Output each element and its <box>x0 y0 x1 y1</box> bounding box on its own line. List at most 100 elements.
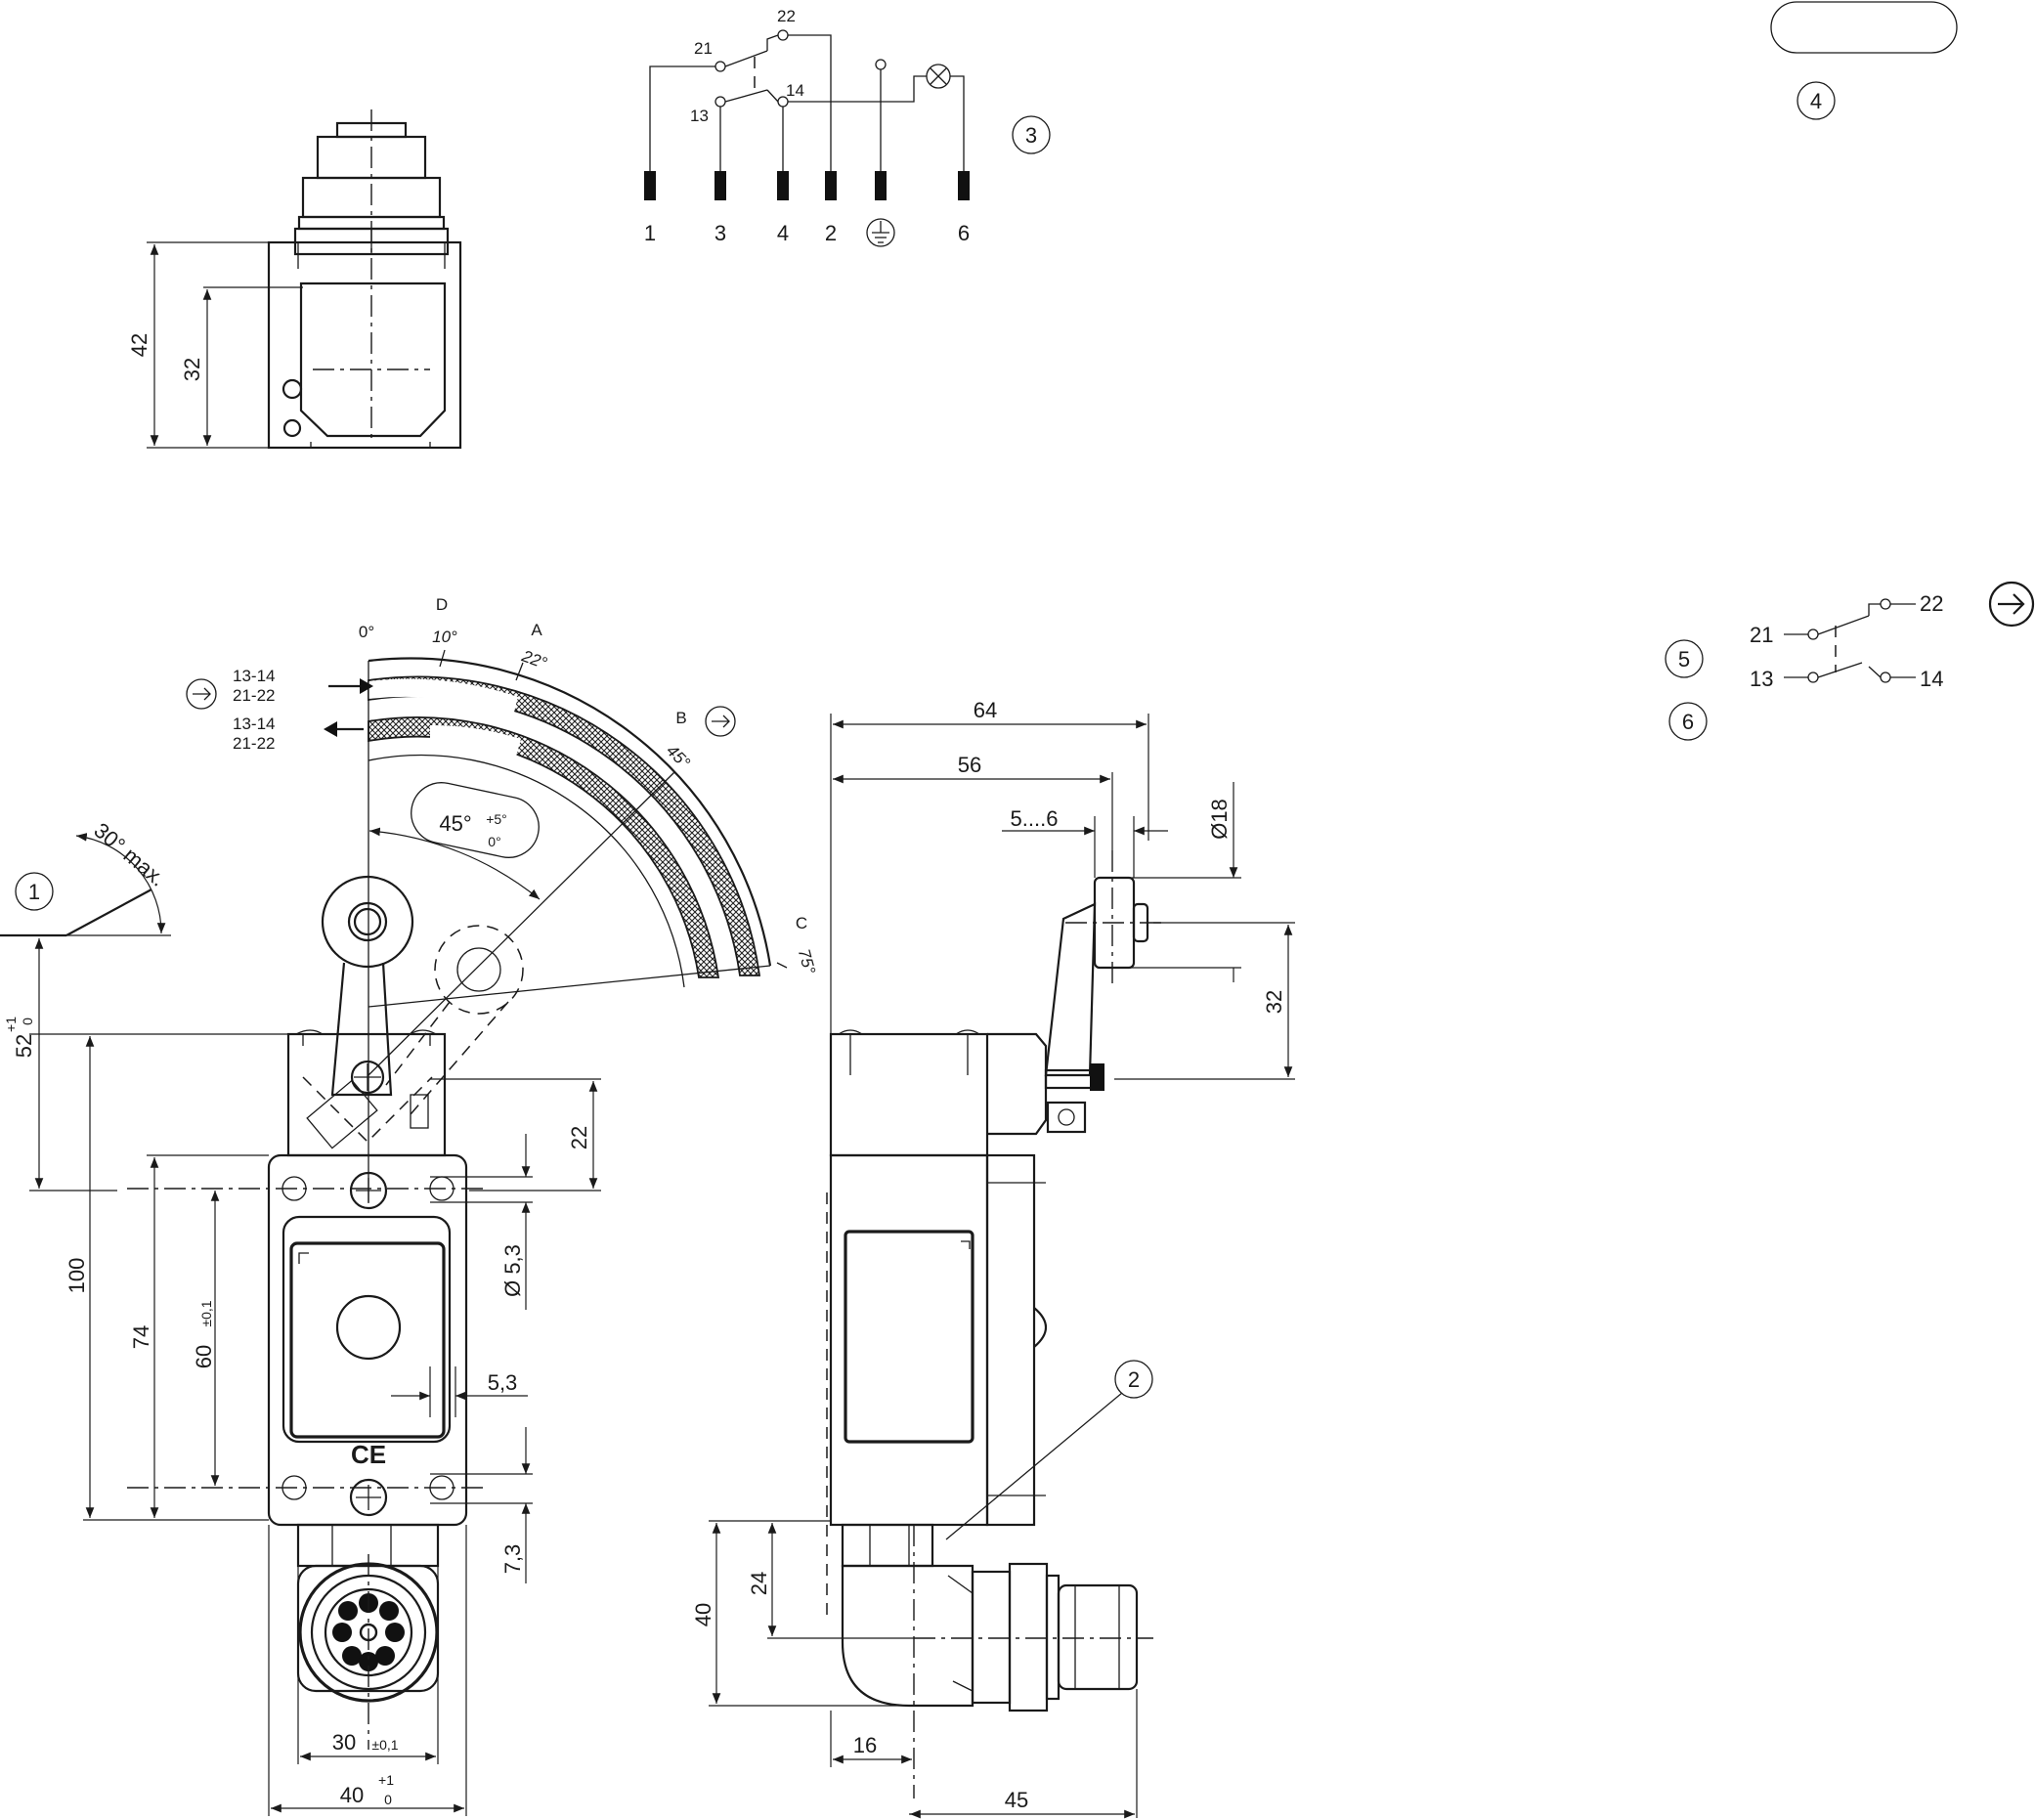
wiring-22: 22 <box>777 7 796 25</box>
top-view-screw <box>281 378 303 400</box>
top-view-roller-body <box>299 282 447 438</box>
side-elbow <box>841 1564 974 1708</box>
terminal-label: 6 <box>958 221 970 245</box>
terminal-label: 2 <box>825 221 837 245</box>
side-head <box>829 1032 989 1157</box>
arrow-right-icon <box>1988 581 2035 628</box>
angle-0: 0° <box>359 623 374 641</box>
label-D: D <box>436 595 448 614</box>
wiring-21: 21 <box>694 39 713 58</box>
mount-angle: 30° max. <box>89 818 170 891</box>
dim-24: 24 <box>747 1572 771 1595</box>
angle-22: 22° <box>519 646 550 672</box>
body-screw <box>349 1171 388 1210</box>
side-lever <box>1044 902 1097 1077</box>
symbol-21: 21 <box>1750 623 1773 647</box>
dim-64: 64 <box>974 698 997 722</box>
lever-arm <box>330 962 393 1097</box>
legend-21-22: 21-22 <box>233 734 275 753</box>
top-view: 42 32 <box>127 109 462 450</box>
contact-symbol: 21 22 13 14 <box>1750 591 1943 691</box>
roller <box>321 875 414 969</box>
label-B: B <box>675 709 686 727</box>
dim-45: 45 <box>1005 1788 1028 1812</box>
ground-icon <box>866 218 895 247</box>
front-view: 0° D 10° A 22° B 45° C 75° 13-14 21-22 1… <box>0 595 819 1816</box>
ce-mark: CE <box>351 1440 386 1469</box>
travel-angle: 45° <box>439 811 471 836</box>
terminal-block <box>958 171 970 200</box>
terminal-label: 1 <box>644 221 656 245</box>
callouts: 3 4 5 6 1 2 <box>15 1 2035 1540</box>
legend-box <box>1770 1 1958 54</box>
symbol-14: 14 <box>1920 667 1943 691</box>
symbol-22: 22 <box>1920 591 1943 616</box>
side-view: 64 56 5....6 Ø18 32 40 24 16 45 <box>691 698 1295 1819</box>
dim-60-tol: ±0,1 <box>198 1300 214 1326</box>
travel-tol-plus: +5° <box>486 811 507 827</box>
dim-52-tol-plus: +1 <box>3 1017 19 1032</box>
arrow-right-icon <box>705 706 736 737</box>
side-cover <box>844 1230 974 1444</box>
terminal-label: 3 <box>714 221 726 245</box>
label-C: C <box>796 914 807 932</box>
dim-22: 22 <box>567 1126 591 1149</box>
angle-45: 45° <box>663 741 694 772</box>
terminal-label: 4 <box>777 221 789 245</box>
switching-band-outer <box>368 675 761 976</box>
dim-16: 16 <box>853 1733 877 1757</box>
dim-74: 74 <box>129 1325 153 1349</box>
dim-hole: Ø 5,3 <box>500 1244 525 1297</box>
dim-5-3: 5,3 <box>488 1370 518 1395</box>
callout-5: 5 <box>1678 647 1690 672</box>
symbol-13: 13 <box>1750 667 1773 691</box>
side-connector-nut <box>841 1523 934 1568</box>
terminal-block <box>825 171 837 200</box>
legend-13-14: 13-14 <box>233 667 275 685</box>
callout-2: 2 <box>1128 1367 1140 1392</box>
dim-40-tol-minus: 0 <box>384 1792 392 1807</box>
callout-3: 3 <box>1025 123 1037 148</box>
pivot-screw <box>350 1060 385 1095</box>
body-screw <box>349 1478 388 1517</box>
dim-30-tol: ±0,1 <box>371 1737 398 1753</box>
dim-52: 52 <box>12 1034 36 1058</box>
cover-plate <box>289 1241 446 1439</box>
arrow-right-icon <box>186 678 217 710</box>
dim-56: 56 <box>958 753 981 777</box>
side-body <box>829 1153 989 1527</box>
label-A: A <box>531 621 542 639</box>
dim-60: 60 <box>192 1345 216 1368</box>
top-view-housing <box>267 240 462 450</box>
angle-75: 75° <box>795 947 819 976</box>
switch-body <box>267 1153 468 1527</box>
dim-30: 30 <box>332 1730 356 1755</box>
top-view-hole <box>282 418 302 438</box>
dim-40-tol-plus: +1 <box>378 1772 394 1788</box>
callout-6: 6 <box>1682 710 1694 734</box>
legend-13-14: 13-14 <box>233 715 275 733</box>
dim-32-top: 32 <box>180 358 204 381</box>
dim-7-3: 7,3 <box>500 1544 525 1575</box>
wiring-14: 14 <box>786 81 804 100</box>
dim-42: 42 <box>127 333 152 357</box>
travel-tol-minus: 0° <box>488 834 500 849</box>
dim-40-side: 40 <box>691 1603 715 1626</box>
angle-10: 10° <box>432 628 457 646</box>
dim-18: Ø18 <box>1207 799 1232 840</box>
legend-21-22: 21-22 <box>233 686 275 705</box>
callout-4: 4 <box>1810 89 1822 113</box>
terminal-block <box>644 171 656 200</box>
wiring-13: 13 <box>690 107 709 125</box>
callout-1: 1 <box>28 880 40 904</box>
dim-40-front: 40 <box>340 1783 364 1807</box>
wiring-diagram: 21 22 13 14 1 3 4 2 6 <box>644 7 970 247</box>
dim-5-6: 5....6 <box>1011 806 1059 831</box>
terminal-block <box>714 171 726 200</box>
cover-screw <box>335 1294 402 1361</box>
terminal-block <box>875 171 887 200</box>
dim-100: 100 <box>65 1258 89 1294</box>
dim-52-tol-minus: 0 <box>20 1018 35 1025</box>
terminal-block <box>777 171 789 200</box>
